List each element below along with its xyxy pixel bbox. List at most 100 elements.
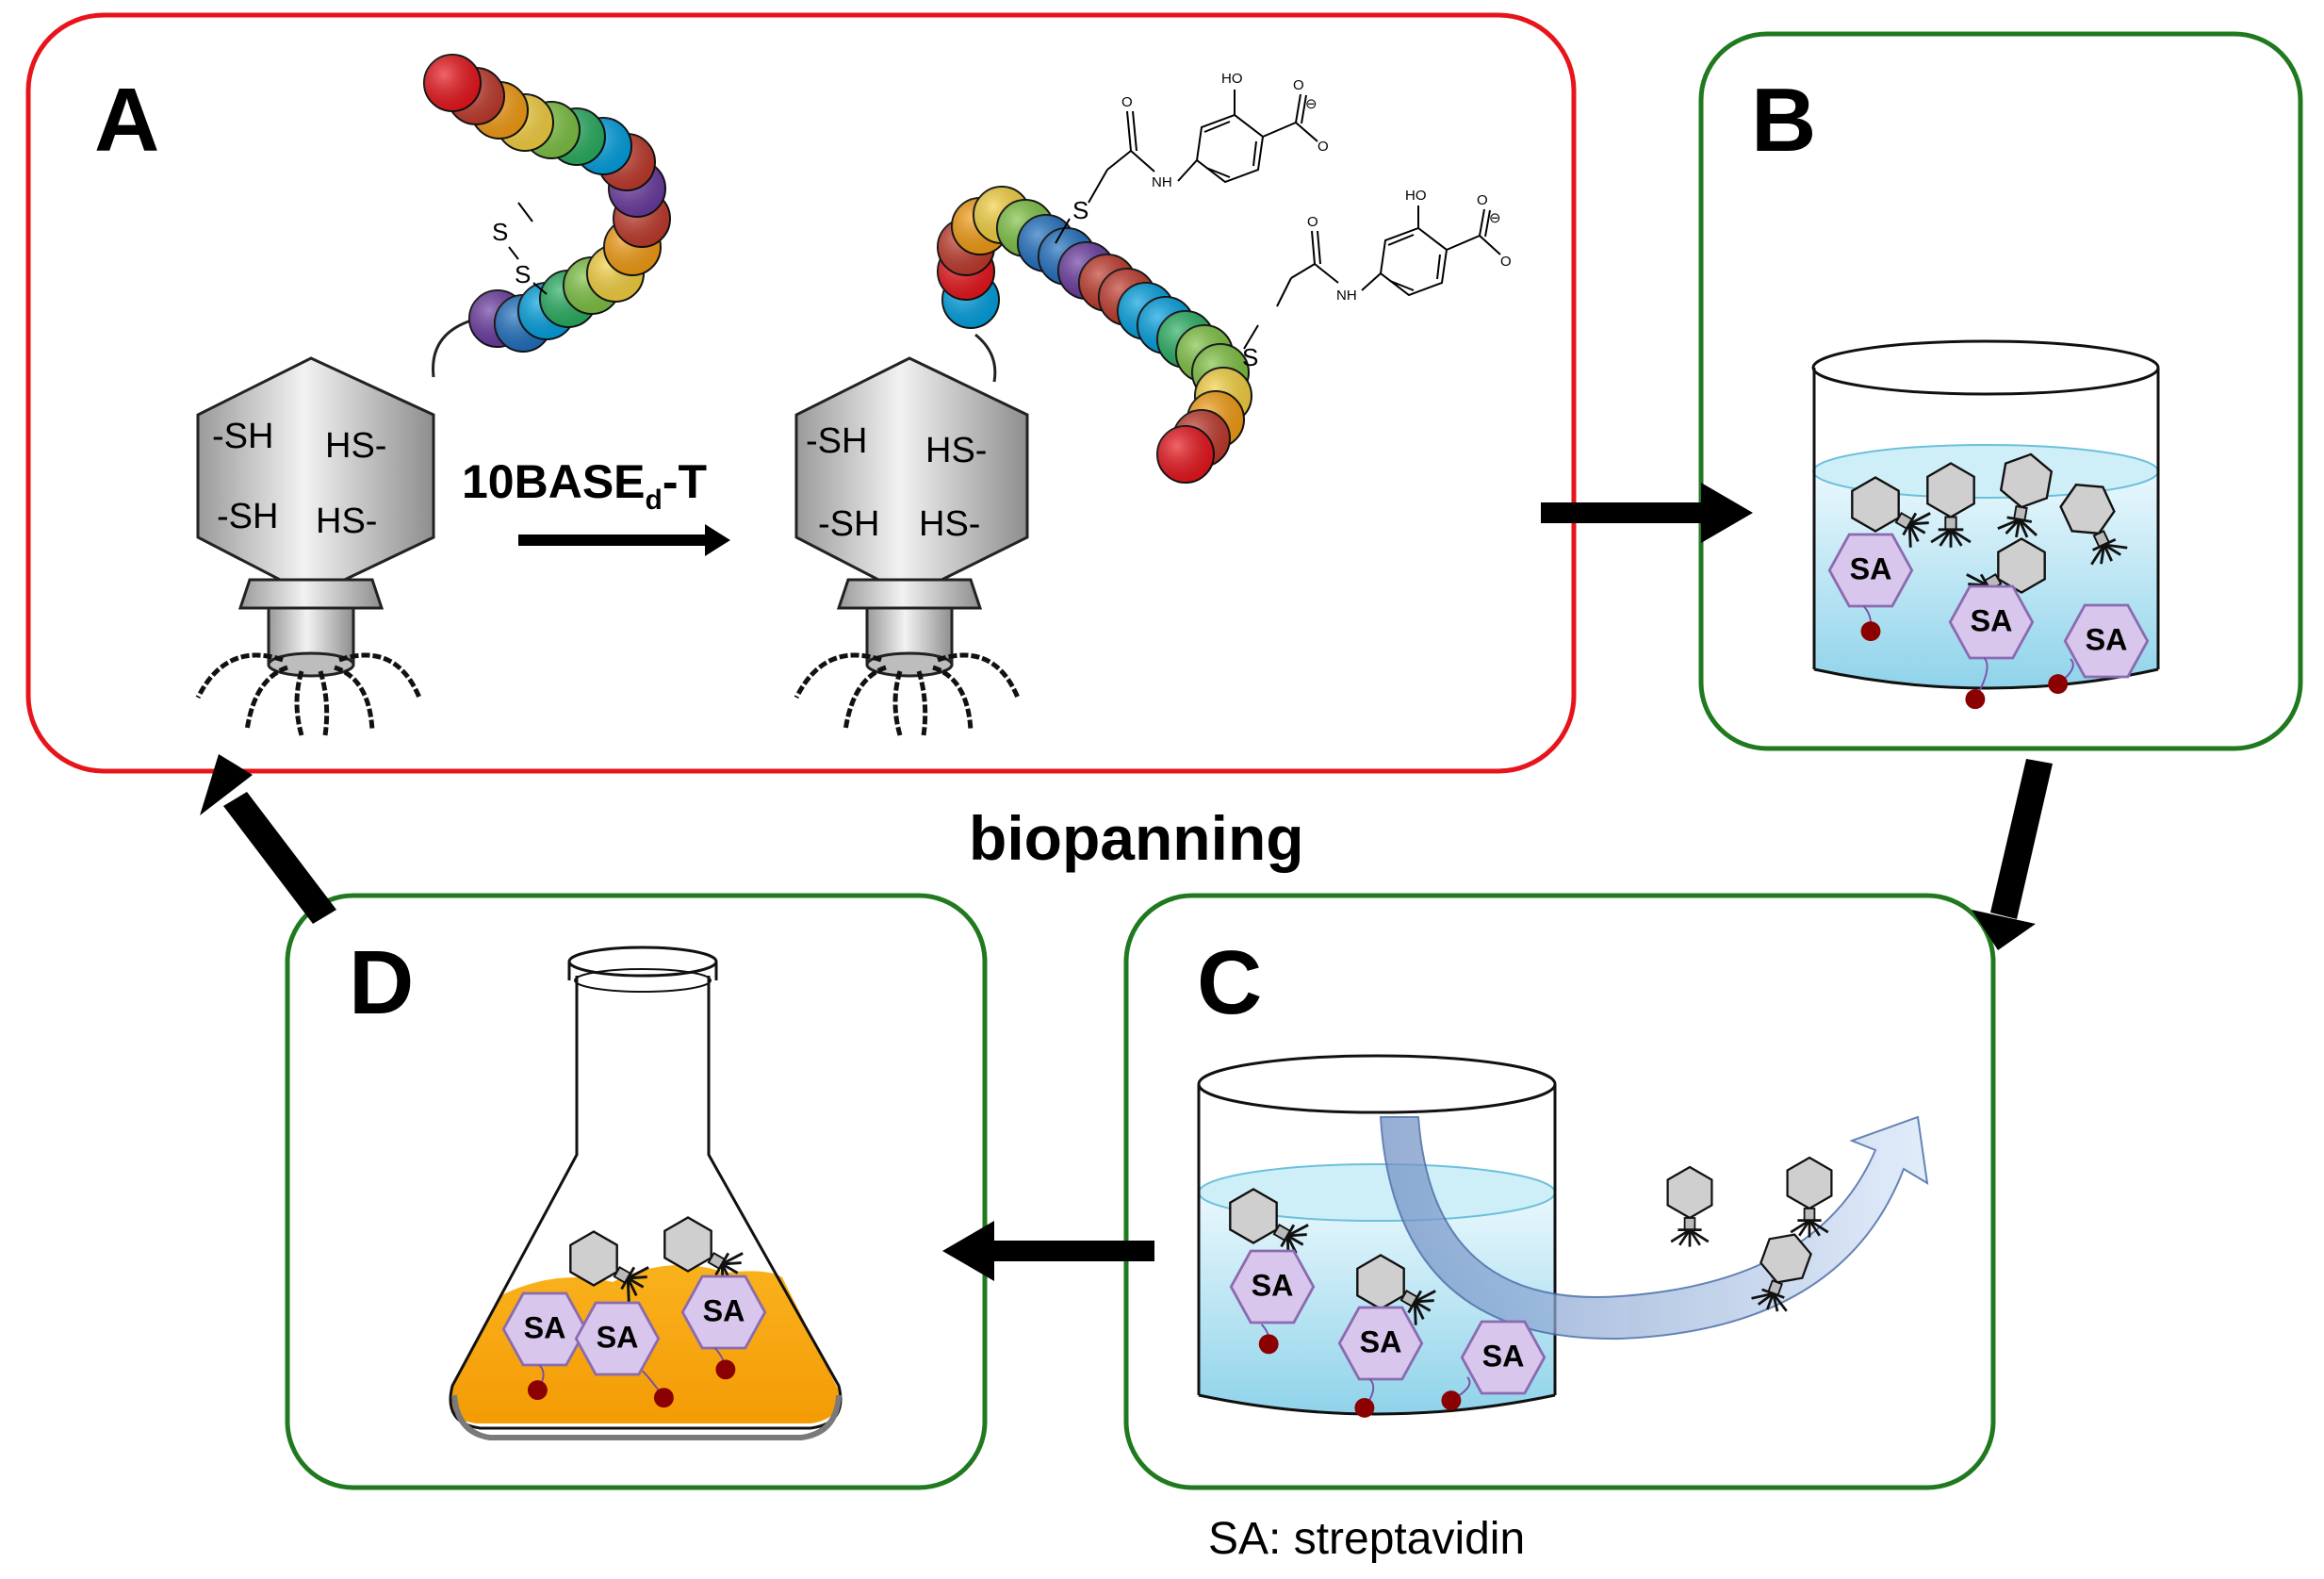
- sa-label: SA: [524, 1311, 566, 1345]
- phage-icon: [1229, 1188, 1309, 1259]
- panel-b-frame: [1698, 31, 2303, 751]
- thiol-label-1: -SH: [806, 421, 867, 461]
- phage-after: -SH HS- -SH HS-: [794, 333, 1029, 736]
- streptavidin-group: SA SA SA: [1827, 533, 2150, 710]
- phage-group: [1229, 1156, 1833, 1325]
- biotin: [1965, 689, 1986, 710]
- arrow-c-to-d: [942, 1221, 1154, 1281]
- biotin: [653, 1388, 674, 1408]
- flask-neck-rim: [567, 946, 718, 978]
- disulfide-s1: S: [492, 218, 508, 246]
- phage-head: [794, 356, 1029, 598]
- cyclic-peptide: [423, 54, 671, 353]
- sa-label: SA: [703, 1294, 745, 1328]
- legend: SA: streptavidin: [1208, 1514, 1525, 1564]
- tail-fibers: [794, 652, 1021, 736]
- arrow-b-to-c: [1972, 759, 2053, 950]
- arrow-d-to-a: [200, 754, 336, 924]
- carbonyl-o-1: O: [1121, 94, 1133, 110]
- panel-a-letter: A: [94, 70, 159, 171]
- salicylate-modifier-1-atoms: S O NH HO O O ⊖: [1072, 71, 1329, 224]
- streptavidin-group: SA SA SA: [501, 1275, 767, 1408]
- phage-icon: [1666, 1165, 1713, 1247]
- cycle-label: biopanning: [969, 803, 1304, 873]
- thioether-s-1: S: [1072, 196, 1088, 224]
- sa-label: SA: [2086, 623, 2128, 657]
- streptavidin: SA: [1441, 1320, 1547, 1411]
- streptavidin: SA: [680, 1275, 767, 1380]
- thiol-label-1: -SH: [212, 417, 273, 456]
- erlenmeyer-flask: SA SA SA: [449, 946, 843, 1440]
- streptavidin: SA: [1337, 1306, 1424, 1418]
- hydroxyl-1: HO: [1221, 71, 1243, 87]
- tail-fibers: [195, 652, 422, 736]
- panel-d-letter: D: [349, 932, 414, 1033]
- phage-icon: [1926, 462, 1975, 548]
- phage-before: -SH HS- -SH HS-: [195, 319, 472, 736]
- phage-icon: [1851, 476, 1931, 548]
- sa-label: SA: [1252, 1269, 1294, 1303]
- phage-group: [569, 1216, 744, 1302]
- thiol-label-2: HS-: [925, 431, 987, 470]
- peptide-linker: [432, 319, 472, 378]
- panel-c-letter: C: [1197, 932, 1262, 1033]
- bead-shading: [424, 55, 481, 111]
- wash-arrow: [1379, 1115, 1929, 1341]
- sa-label: SA: [597, 1321, 639, 1355]
- carbonyl-o-2: O: [1307, 214, 1318, 230]
- phage-icon: [1997, 452, 2054, 538]
- beaker-b: SA SA SA: [1811, 339, 2160, 710]
- streptavidin: SA: [1948, 584, 2035, 710]
- phage-icon: [1751, 1233, 1812, 1312]
- panel-b-letter: B: [1751, 70, 1816, 171]
- thiol-label-4: HS-: [919, 504, 980, 544]
- sa-label: SA: [1360, 1325, 1402, 1359]
- streptavidin: SA: [2048, 603, 2150, 695]
- phage-baseplate: [267, 651, 355, 678]
- thiol-label-4: HS-: [316, 502, 377, 541]
- phage-icon: [1356, 1254, 1436, 1325]
- carboxylate-o2-2: O: [1500, 254, 1512, 270]
- biotin: [527, 1380, 548, 1401]
- disulfide-bond: S S: [492, 202, 548, 295]
- reagent-suffix: -T: [663, 455, 707, 508]
- beaker-rim: [1811, 339, 2160, 396]
- peptide-linker: [974, 333, 997, 383]
- sa-label: SA: [1482, 1340, 1525, 1373]
- reagent-prefix: 10BASE: [462, 455, 646, 508]
- reaction-arrow: [518, 524, 730, 556]
- amide-nh-1: NH: [1152, 174, 1172, 190]
- biotin: [2048, 674, 2069, 695]
- phage-icon: [2059, 483, 2128, 566]
- bead-shading: [1157, 426, 1214, 483]
- disulfide-s2: S: [515, 260, 531, 288]
- beaker-rim: [1197, 1054, 1557, 1114]
- panel-a-frame: [25, 12, 1577, 774]
- thiol-label-3: -SH: [818, 504, 879, 544]
- reagent-label: 10BASEd-T: [462, 455, 707, 516]
- panel-c-frame: [1123, 893, 1996, 1490]
- charge-1: ⊖: [1305, 96, 1317, 112]
- biotin: [1258, 1334, 1279, 1355]
- salicylate-modifier-2: [1243, 206, 1501, 350]
- carboxylate-o1-1: O: [1293, 77, 1304, 93]
- phage-head: [196, 356, 435, 598]
- arrow-a-to-b: [1541, 483, 1753, 543]
- carboxylate-o1-2: O: [1477, 192, 1488, 208]
- streptavidin: SA: [1827, 533, 1914, 642]
- thiol-label-2: HS-: [325, 426, 386, 466]
- streptavidin: SA: [1229, 1249, 1316, 1355]
- streptavidin: SA: [501, 1291, 588, 1401]
- sa-label: SA: [1850, 552, 1892, 586]
- beaker-c: SA SA SA: [1197, 1054, 1929, 1418]
- carboxylate-o2-1: O: [1317, 139, 1329, 155]
- phage-icon: [1786, 1156, 1833, 1238]
- phage-collar: [836, 578, 983, 610]
- streptavidin-group: SA SA SA: [1229, 1249, 1547, 1418]
- thiol-label-3: -SH: [217, 497, 278, 536]
- phage-group: [1851, 452, 2128, 609]
- salicylate-modifier-1: [1055, 90, 1318, 244]
- charge-2: ⊖: [1489, 210, 1501, 226]
- reagent-subscript: d: [646, 485, 663, 516]
